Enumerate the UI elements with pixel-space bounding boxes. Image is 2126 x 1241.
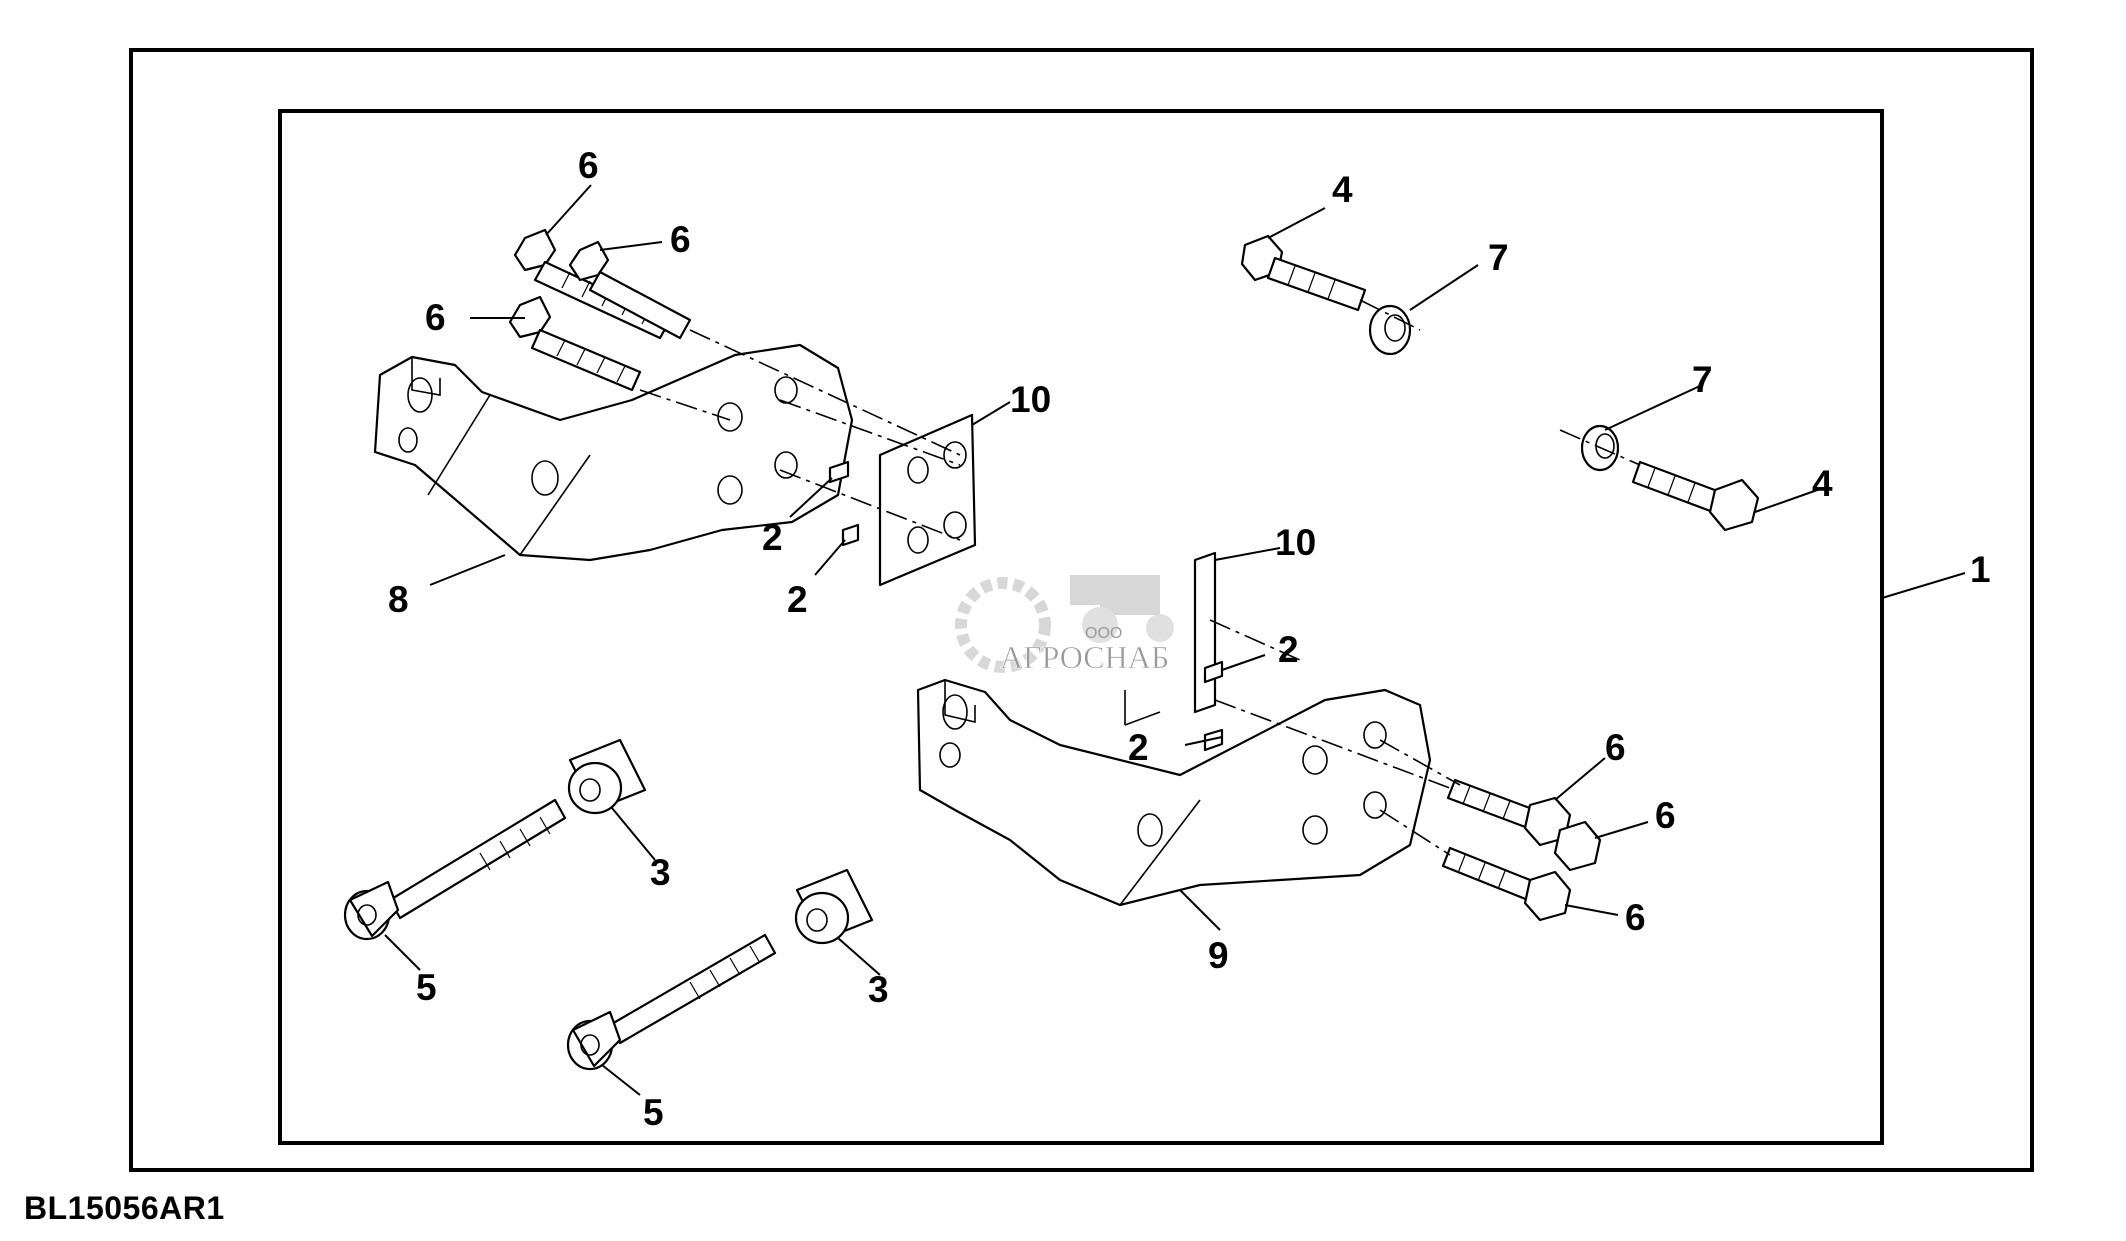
callout-9: 9 [1208,935,1229,976]
callout-4-upper: 4 [1332,169,1353,210]
callout-10-right: 10 [1275,522,1316,563]
callout-4-lower: 4 [1812,463,1833,504]
watermark-top-text: ООО [1085,625,1122,642]
watermark-logo [955,575,1174,673]
callout-6-upper-right: 6 [670,219,691,260]
lower-bolt-4 [1631,460,1760,532]
callout-6-top: 6 [578,145,599,186]
outer-frame [129,48,2034,1172]
callout-6-upper-left: 6 [425,297,446,338]
callout-2-left-upper: 2 [762,517,783,558]
callout-6-right-middle: 6 [1655,795,1676,836]
callout-7-upper: 7 [1488,237,1509,278]
right-bracket [916,678,1432,907]
left-bracket [373,343,854,562]
upper-spacer-3 [567,738,647,815]
inner-frame [278,109,1884,1145]
callout-2-right-upper: 2 [1278,629,1299,670]
left-wear-plate [878,413,977,587]
callout-5-upper: 5 [416,967,437,1008]
leader-lines [384,184,1966,1096]
callout-2-left-lower: 2 [787,579,808,620]
callout-7-lower: 7 [1692,359,1713,400]
upper-washer-7 [1368,304,1412,356]
lower-socket-bolt-5 [566,933,777,1071]
callout-5-lower: 5 [643,1092,664,1133]
upper-socket-bolt-5 [343,798,567,941]
watermark-main-text: АГРОСНАБ [1000,639,1169,675]
lower-spacer-3 [794,868,874,945]
left-bolts [508,228,692,392]
right-bolts [1441,778,1602,922]
callout-2-right-lower: 2 [1128,727,1149,768]
callout-10-left: 10 [1010,379,1051,420]
callout-3-upper: 3 [650,852,671,893]
left-pins [828,460,860,547]
upper-bolt-4 [1240,234,1367,312]
callout-3-lower: 3 [868,969,889,1010]
figure-reference-code: BL15056AR1 [24,1190,225,1226]
callout-6-right-lower: 6 [1625,897,1646,938]
callout-1: 1 [1970,549,1991,590]
right-pins [1203,660,1224,752]
callout-8: 8 [388,579,409,620]
callout-6-right-upper: 6 [1605,727,1626,768]
